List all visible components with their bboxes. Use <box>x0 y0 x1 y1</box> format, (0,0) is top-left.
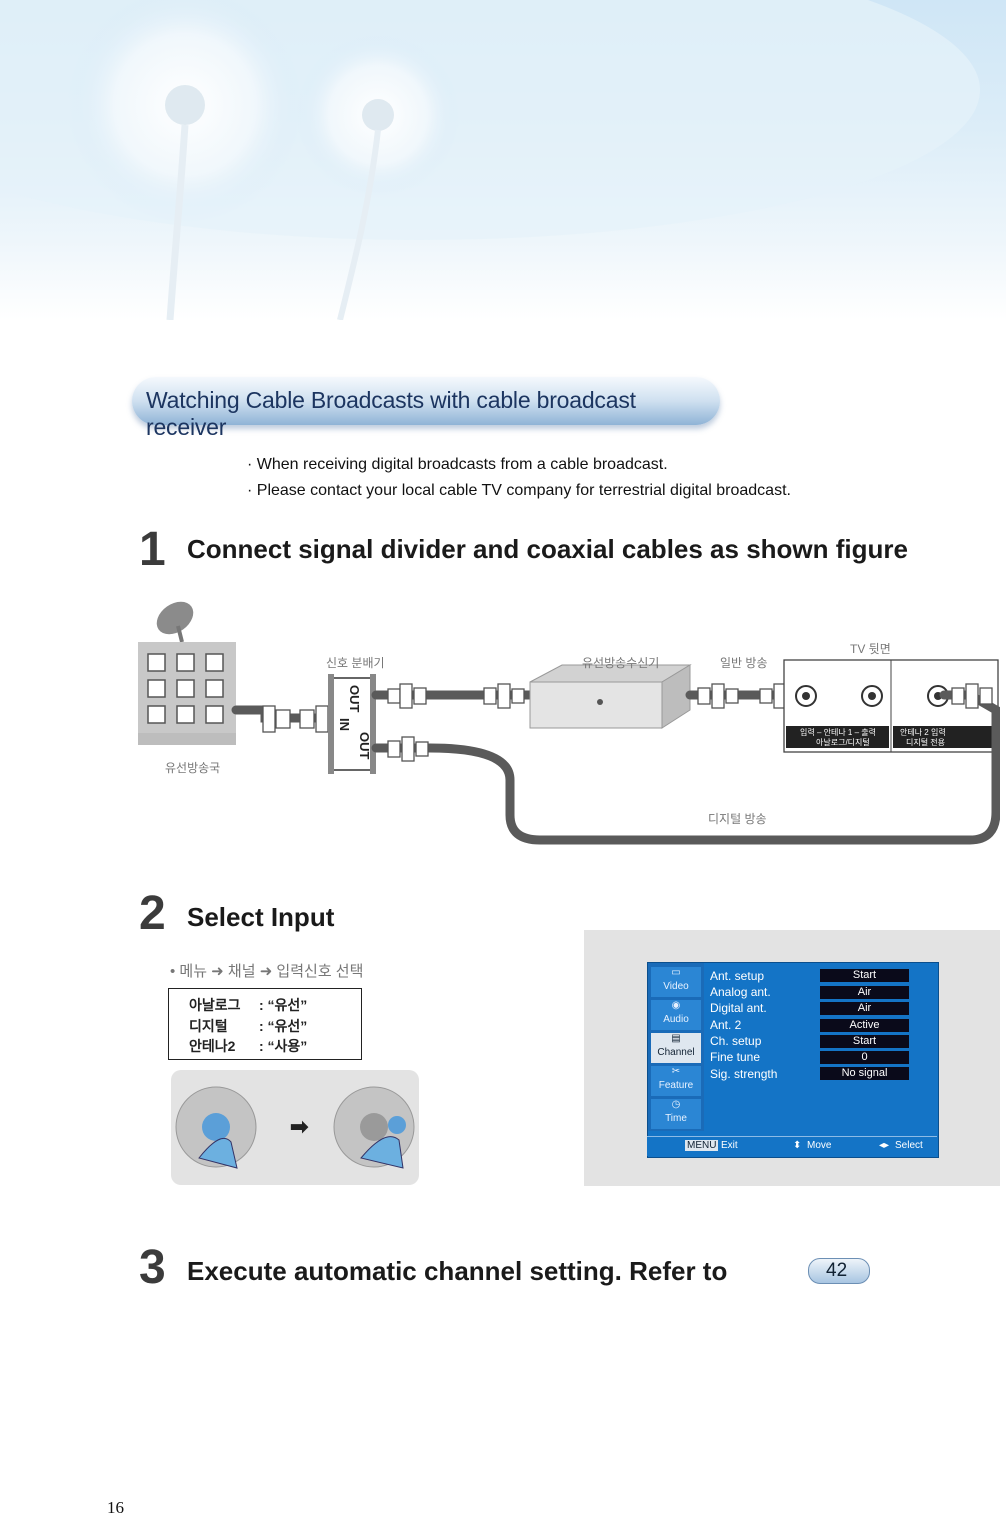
osd-tab-audio[interactable]: ◉Audio <box>651 1000 701 1030</box>
osd-value-analog-ant[interactable]: Air <box>820 986 909 999</box>
input-row-antenna2: 안테나2: “사용” <box>189 1038 308 1054</box>
tools-icon: ✂ <box>671 1066 681 1077</box>
step-1-number: 1 <box>139 523 166 576</box>
osd-item-ant2[interactable]: Ant. 2 <box>710 1018 742 1032</box>
dandelion-image <box>0 0 980 321</box>
osd-item-ch-setup[interactable]: Ch. setup <box>710 1034 762 1048</box>
osd-move-hint: Move <box>807 1140 832 1151</box>
osd-value-ant-setup[interactable]: Start <box>820 969 909 982</box>
cable-receiver-icon <box>529 664 692 729</box>
step-2-title: Select Input <box>187 902 335 932</box>
bullet-2: · Please contact your local cable TV com… <box>247 482 791 499</box>
osd-tab-video[interactable]: ▭Video <box>651 967 701 997</box>
audio-icon: ◉ <box>671 1000 681 1011</box>
divider-in: IN <box>337 718 352 731</box>
input-row-digital: 디지털: “유선” <box>189 1018 308 1034</box>
section-title: Watching Cable Broadcasts with cable bro… <box>146 387 636 440</box>
port-label-2b: 디지털 전용 <box>906 737 945 747</box>
signal-divider-icon <box>328 674 376 774</box>
cable-station-building-icon <box>138 642 236 745</box>
channel-menu-osd: ▭Video ◉Audio ▤Channel ✂Feature ◷Time An… <box>647 962 939 1158</box>
section-title-banner: Watching Cable Broadcasts with cable bro… <box>132 377 720 440</box>
step-2-number: 2 <box>139 887 166 940</box>
port-label-2: 안테나 2 입력 <box>900 727 946 737</box>
page-ref-number: 42 <box>826 1260 848 1281</box>
osd-value-digital-ant[interactable]: Air <box>820 1002 909 1015</box>
video-icon: ▭ <box>671 967 681 978</box>
page-number: 16 <box>107 1498 124 1517</box>
connection-diagram: 유선방송국 OUT IN OUT 신호 분배기 유선방송수신기 일반 방송 <box>138 601 1000 845</box>
digital-broadcast-label: 디지털 방송 <box>708 812 767 826</box>
osd-item-ant-setup[interactable]: Ant. setup <box>710 969 765 983</box>
updown-arrow-icon: ⬍ <box>793 1140 802 1151</box>
arrow-icon: ➡ <box>290 1114 309 1139</box>
divider-out-bottom: OUT <box>357 732 372 760</box>
remote-dpad-image: ➡ <box>175 1086 415 1169</box>
remote-illustration: ➡ <box>171 1070 419 1185</box>
osd-tab-channel[interactable]: ▤Channel <box>651 1033 701 1063</box>
osd-select-hint: Select <box>895 1140 923 1151</box>
osd-tab-time[interactable]: ◷Time <box>651 1099 701 1129</box>
osd-item-analog-ant[interactable]: Analog ant. <box>710 985 771 999</box>
menu-key-badge: MENU <box>685 1140 719 1151</box>
step-3-number: 3 <box>139 1241 166 1294</box>
input-signal-box: 아날로그: “유선” 디지털: “유선” 안테나2: “사용” <box>168 988 362 1060</box>
normal-broadcast-label: 일반 방송 <box>720 656 768 670</box>
port-label-1: 입력 – 안테나 1 – 출력 <box>800 727 876 737</box>
tv-rear-label: TV 뒷면 <box>850 642 891 656</box>
bullet-1: · When receiving digital broadcasts from… <box>247 456 668 473</box>
clock-icon: ◷ <box>671 1099 681 1110</box>
header-sky-image <box>0 0 1006 321</box>
divider-out-top: OUT <box>347 685 362 713</box>
osd-value-sig-strength: No signal <box>820 1067 909 1080</box>
page-ref-badge[interactable]: 42 <box>808 1258 870 1284</box>
divider-label: 신호 분배기 <box>326 656 385 670</box>
osd-value-ch-setup[interactable]: Start <box>820 1035 909 1048</box>
channel-icon: ▤ <box>671 1033 681 1044</box>
osd-item-sig-strength[interactable]: Sig. strength <box>710 1067 778 1081</box>
osd-tab-feature[interactable]: ✂Feature <box>651 1066 701 1096</box>
station-label: 유선방송국 <box>165 761 220 775</box>
input-row-analog: 아날로그: “유선” <box>189 997 308 1013</box>
port-label-1b: 아날로그/디지털 <box>816 737 870 747</box>
satellite-dish-icon <box>156 601 194 643</box>
menu-path-text: • 메뉴 ➜ 채널 ➜ 입력신호 선택 <box>170 963 364 980</box>
osd-exit-hint: Exit <box>721 1140 738 1151</box>
tv-rear-panel <box>783 659 999 753</box>
osd-value-fine-tune[interactable]: 0 <box>820 1051 909 1064</box>
osd-value-ant2[interactable]: Active <box>820 1019 909 1032</box>
leftright-arrow-icon: ◂▸ <box>879 1140 890 1151</box>
osd-footer: MENU Exit ⬍ Move ◂▸ Select <box>647 1136 937 1156</box>
osd-item-fine-tune[interactable]: Fine tune <box>710 1050 761 1064</box>
step-1-title: Connect signal divider and coaxial cable… <box>187 534 908 564</box>
receiver-label: 유선방송수신기 <box>582 656 659 670</box>
step-3-title: Execute automatic channel setting. Refer… <box>187 1256 728 1286</box>
osd-item-digital-ant[interactable]: Digital ant. <box>710 1001 767 1015</box>
